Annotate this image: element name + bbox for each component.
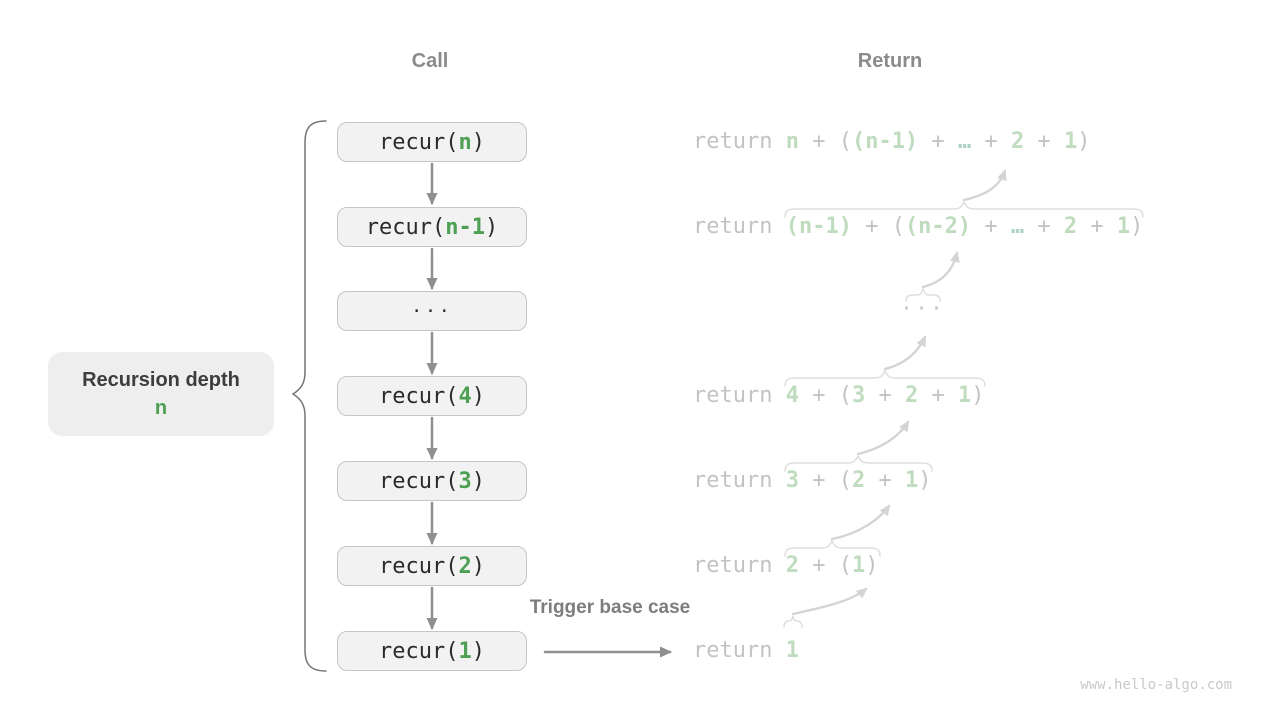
code-segment: ): [1130, 214, 1144, 239]
code-segment: return: [693, 214, 786, 239]
code-segment: 1: [1116, 214, 1131, 239]
code-segment: ): [471, 638, 485, 664]
code-segment: …: [957, 129, 972, 154]
code-segment: 2: [785, 553, 799, 578]
code-segment: ): [471, 129, 485, 155]
code-segment: 1: [785, 638, 799, 663]
return-column-header: Return: [857, 50, 923, 72]
code-segment: return: [693, 638, 786, 663]
call-box-recur-2: recur(2): [337, 546, 527, 586]
return-row-2: return 2 + (1): [693, 550, 878, 582]
code-segment: (n-1): [785, 214, 852, 239]
return-arrow-to-row-3: [830, 504, 891, 541]
call-box-recur-n-1: recur(n-1): [337, 207, 527, 247]
watermark: www.hello-algo.com: [1080, 677, 1232, 693]
code-segment: recur(: [379, 129, 459, 155]
code-segment: +: [971, 214, 1011, 239]
code-segment: 1: [851, 553, 866, 578]
call-box-recur-1: recur(1): [337, 631, 527, 671]
code-segment: +: [918, 129, 958, 154]
code-segment: ): [471, 383, 485, 409]
code-segment: n: [785, 129, 799, 154]
return-row-n-1: return (n-1) + ((n-2) + … + 2 + 1): [693, 211, 1143, 243]
return-arrow-to-row-4: [856, 420, 910, 456]
code-segment: return: [693, 468, 786, 493]
code-segment: 3: [458, 468, 472, 494]
code-segment: (n-1): [851, 129, 919, 154]
code-segment: ): [971, 383, 985, 408]
return-arrow-to-row-n-1: [921, 251, 960, 289]
code-segment: + (: [798, 553, 852, 578]
code-segment: ): [484, 214, 499, 240]
code-segment: ): [865, 553, 879, 578]
code-segment: + (: [798, 129, 852, 154]
code-segment: return: [693, 383, 786, 408]
code-segment: + (: [798, 468, 852, 493]
code-segment: ···: [411, 300, 453, 322]
code-segment: 2: [1010, 129, 1025, 154]
code-segment: 2: [458, 553, 472, 579]
code-segment: 4: [458, 383, 472, 409]
return-arrow-to-ellipsis: [883, 335, 927, 371]
recursion-depth-title: Recursion depth: [82, 368, 240, 391]
code-segment: recur(: [379, 553, 459, 579]
overbrace-row-1: [783, 615, 803, 628]
code-segment: 4: [785, 383, 799, 408]
code-segment: +: [918, 383, 958, 408]
code-segment: recur(: [365, 214, 446, 240]
code-segment: +: [971, 129, 1011, 154]
call-column-header: Call: [411, 50, 449, 72]
return-arrow-to-row-2: [791, 587, 868, 616]
code-segment: n: [458, 129, 472, 155]
code-segment: return: [693, 129, 786, 154]
recursion-depth-brace: [291, 120, 327, 672]
call-box-recur-3: recur(3): [337, 461, 527, 501]
return-row-n: return n + ((n-1) + … + 2 + 1): [693, 126, 1090, 158]
code-segment: 1: [957, 383, 972, 408]
code-segment: 2: [1063, 214, 1078, 239]
trigger-base-case-label: Trigger base case: [529, 597, 691, 618]
code-segment: 2: [904, 383, 919, 408]
code-segment: +: [865, 383, 905, 408]
return-row-3: return 3 + (2 + 1): [693, 465, 931, 497]
code-segment: n-1: [445, 214, 485, 240]
code-segment: 1: [904, 468, 919, 493]
code-segment: + (: [798, 383, 852, 408]
code-segment: recur(: [379, 383, 459, 409]
code-segment: ): [1077, 129, 1091, 154]
code-segment: + (: [851, 214, 905, 239]
code-segment: 1: [1063, 129, 1078, 154]
code-segment: 3: [851, 383, 866, 408]
code-segment: (n-2): [904, 214, 972, 239]
call-box-recur-4: recur(4): [337, 376, 527, 416]
recursion-depth-label: Recursion depth n: [48, 352, 274, 436]
code-segment: recur(: [379, 468, 459, 494]
return-arrow-to-row-n: [962, 169, 1007, 202]
code-segment: recur(: [379, 638, 459, 664]
code-segment: +: [1024, 214, 1064, 239]
code-segment: …: [1010, 214, 1025, 239]
call-box-ellipsis: ···: [337, 291, 527, 331]
return-row-ellipsis: ···: [898, 292, 948, 324]
recursion-depth-value: n: [154, 396, 168, 419]
code-segment: ): [471, 553, 485, 579]
code-segment: ···: [900, 296, 946, 320]
code-segment: ): [918, 468, 932, 493]
code-segment: +: [1077, 214, 1117, 239]
call-box-recur-n: recur(n): [337, 122, 527, 162]
code-segment: return: [693, 553, 786, 578]
code-segment: 1: [458, 638, 472, 664]
code-segment: 3: [785, 468, 799, 493]
code-segment: 2: [851, 468, 866, 493]
return-row-4: return 4 + (3 + 2 + 1): [693, 380, 984, 412]
return-row-1: return 1: [693, 635, 799, 667]
code-segment: ): [471, 468, 485, 494]
code-segment: +: [1024, 129, 1064, 154]
code-segment: +: [865, 468, 905, 493]
